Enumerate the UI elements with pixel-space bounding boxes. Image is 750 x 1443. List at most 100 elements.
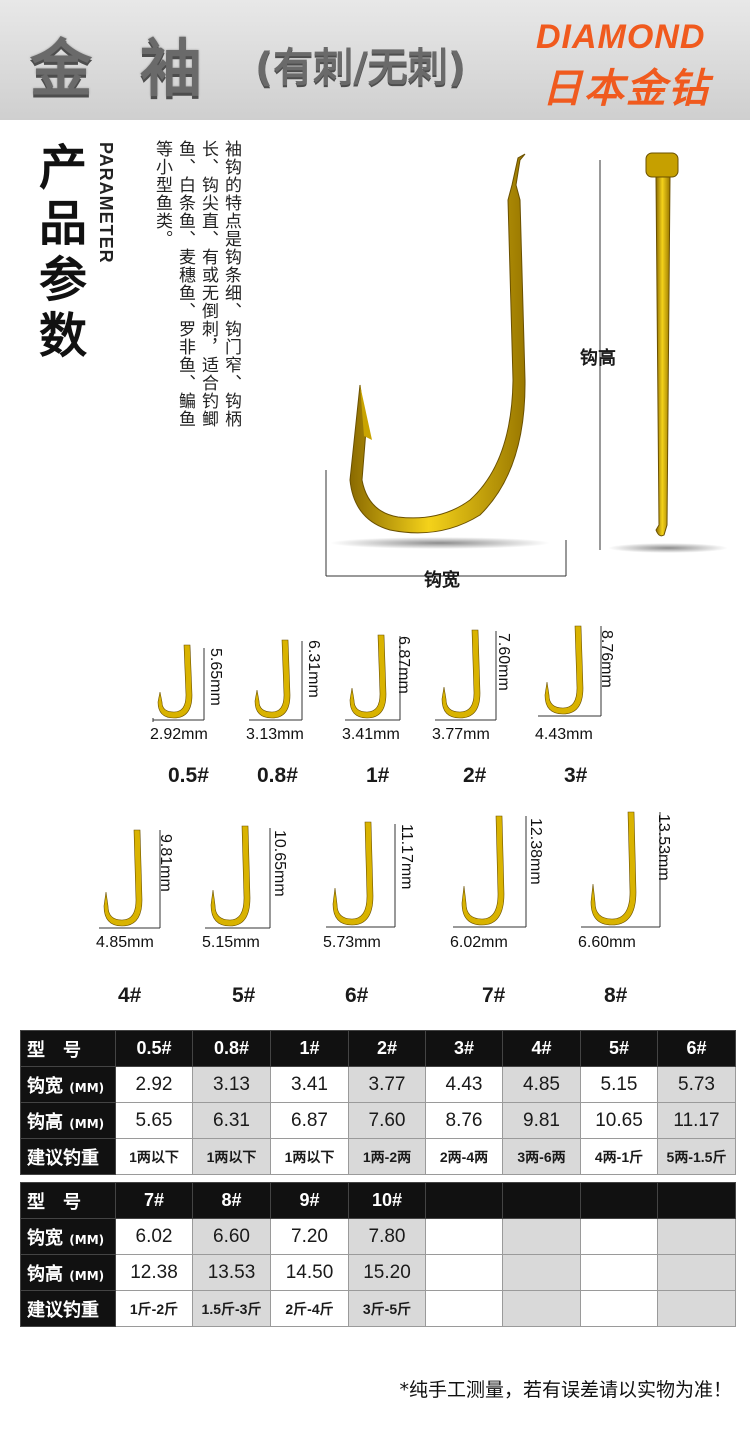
table-cell: 2# — [348, 1030, 426, 1067]
table-row-width: 钩宽 (MM) 6.02 6.60 7.20 7.80 — [20, 1218, 736, 1255]
size-number: 5# — [232, 984, 256, 1007]
size-width-label: 3.77mm — [432, 726, 490, 743]
size-height-label: 12.38mm — [527, 818, 544, 885]
hook-height-label: 钩高 — [580, 348, 616, 369]
table-cell — [425, 1218, 503, 1255]
table-cell: 5.65 — [115, 1102, 193, 1139]
size-height-label: 11.17mm — [398, 824, 415, 890]
table-cell: 11.17 — [657, 1102, 736, 1139]
table-cell: 2两-4两 — [425, 1138, 503, 1175]
hook-front-view — [349, 153, 526, 534]
table-cell: 1两-2两 — [348, 1138, 426, 1175]
table-cell — [502, 1290, 581, 1327]
size-height-label: 5.65mm — [207, 648, 224, 706]
table-cell: 3.41 — [270, 1066, 349, 1103]
table-row-weight: 建议钓重 1两以下 1两以下 1两以下 1两-2两 2两-4两 3两-6两 4两… — [20, 1138, 736, 1175]
table-cell: 3.77 — [348, 1066, 426, 1103]
parameter-title-en: PARAMETER — [96, 142, 116, 264]
size-number: 8# — [604, 984, 628, 1007]
table-cell: 5.73 — [657, 1066, 736, 1103]
unit-label: (MM) — [69, 1232, 105, 1247]
table-row-model: 型 号 7# 8# 9# 10# — [20, 1182, 736, 1219]
size-width-label: 6.02mm — [450, 934, 508, 951]
size-width-label: 5.73mm — [323, 934, 381, 951]
table-cell: 7.80 — [348, 1218, 426, 1255]
table-cell: 7# — [115, 1182, 193, 1219]
table-cell — [502, 1182, 581, 1219]
unit-label: (MM) — [69, 1080, 105, 1095]
table-cell: 0.5# — [115, 1030, 193, 1067]
size-number: 6# — [345, 984, 369, 1007]
table-cell — [580, 1290, 658, 1327]
table-cell: 1# — [270, 1030, 349, 1067]
table-cell — [580, 1254, 658, 1291]
row-header-height: 钩高 (MM) — [20, 1254, 116, 1291]
table-cell — [425, 1182, 503, 1219]
table-cell: 12.38 — [115, 1254, 193, 1291]
row-header-label: 钩宽 — [27, 1227, 63, 1249]
hook-width-label: 钩宽 — [424, 570, 460, 591]
small-hook-icon — [538, 625, 602, 717]
product-title: 金袖 — [30, 32, 251, 105]
parameter-title: 产品参数 — [38, 140, 87, 364]
table-cell: 15.20 — [348, 1254, 426, 1291]
table-cell: 9# — [270, 1182, 349, 1219]
row-header-model: 型 号 — [20, 1030, 116, 1067]
size-width-label: 3.13mm — [246, 726, 304, 743]
table-cell: 3# — [425, 1030, 503, 1067]
table-cell: 1斤-2斤 — [115, 1290, 193, 1327]
table-row-height: 钩高 (MM) 5.65 6.31 6.87 7.60 8.76 9.81 10… — [20, 1102, 736, 1139]
size-height-label: 13.53mm — [655, 814, 672, 881]
size-height-label: 7.60mm — [495, 633, 512, 691]
size-number: 0.5# — [168, 764, 209, 787]
table-row-width: 钩宽 (MM) 2.92 3.13 3.41 3.77 4.43 4.85 5.… — [20, 1066, 736, 1103]
table-cell — [502, 1218, 581, 1255]
row-header-weight: 建议钓重 — [20, 1138, 116, 1175]
table-cell: 5# — [580, 1030, 658, 1067]
table-cell — [657, 1254, 736, 1291]
product-description: 袖钩的特点是钩条细、钩门窄、钩柄长、钩尖直、有或无倒刺，适合钓鲫鱼、白条鱼、麦穗… — [152, 140, 241, 428]
brand-name-cn: 日本金钻 — [542, 66, 710, 112]
table-cell: 4# — [502, 1030, 581, 1067]
table-cell: 3斤-5斤 — [348, 1290, 426, 1327]
size-item: 10.65mm 5.15mm — [202, 822, 297, 956]
table-cell — [657, 1182, 736, 1219]
size-width-label: 2.92mm — [150, 726, 208, 743]
small-hook-icon — [453, 815, 527, 928]
size-number: 0.8# — [257, 764, 298, 787]
table-cell: 5两-1.5斤 — [657, 1138, 736, 1175]
table-cell — [657, 1218, 736, 1255]
unit-label: (MM) — [69, 1116, 105, 1131]
size-item: 6.31mm 3.13mm — [246, 635, 326, 750]
table-cell: 7.20 — [270, 1218, 349, 1255]
size-number: 4# — [118, 984, 142, 1007]
hook-side-view — [645, 152, 679, 537]
table-cell — [502, 1254, 581, 1291]
table-cell — [425, 1290, 503, 1327]
size-number: 2# — [463, 764, 487, 787]
small-hook-icon — [205, 825, 271, 929]
table-cell — [657, 1290, 736, 1327]
table-cell: 13.53 — [192, 1254, 271, 1291]
size-height-label: 8.76mm — [598, 630, 615, 688]
size-item: 7.60mm 3.77mm — [432, 625, 517, 750]
brand-name-en: DIAMOND — [536, 18, 706, 56]
table-cell: 2斤-4斤 — [270, 1290, 349, 1327]
row-header-label: 钩高 — [27, 1263, 63, 1285]
size-width-label: 4.85mm — [96, 934, 154, 951]
table-cell: 10# — [348, 1182, 426, 1219]
table-cell — [580, 1182, 658, 1219]
row-header-weight: 建议钓重 — [20, 1290, 116, 1327]
table-cell: 6# — [657, 1030, 736, 1067]
size-width-label: 5.15mm — [202, 934, 260, 951]
table-cell: 6.60 — [192, 1218, 271, 1255]
table-cell: 6.31 — [192, 1102, 271, 1139]
unit-label: (MM) — [69, 1268, 105, 1283]
size-item: 12.38mm 6.02mm — [450, 812, 560, 956]
small-hook-icon — [345, 634, 401, 721]
table-cell: 3.13 — [192, 1066, 271, 1103]
table-row-height: 钩高 (MM) 12.38 13.53 14.50 15.20 — [20, 1254, 736, 1291]
small-hook-icon — [249, 639, 303, 721]
size-height-label: 9.81mm — [157, 834, 174, 892]
size-height-label: 6.31mm — [305, 640, 322, 698]
